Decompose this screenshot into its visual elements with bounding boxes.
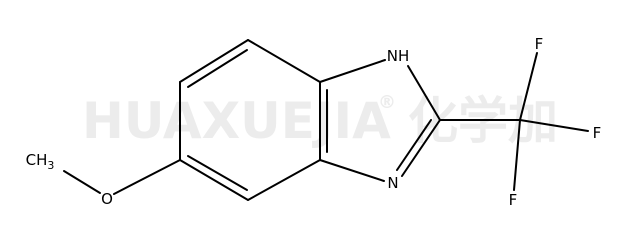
bond-c5-o bbox=[113, 159, 181, 195]
atom-ch3-sub: 3 bbox=[47, 159, 54, 172]
bond-c7-c7a bbox=[247, 39, 321, 83]
bond-c2-n3 bbox=[401, 119, 441, 177]
bond-cf3-f-right bbox=[519, 119, 589, 132]
atom-ch3: CH3 bbox=[26, 151, 55, 172]
bond-c4-c5-inner bbox=[187, 155, 248, 191]
bond-n1-c2 bbox=[407, 65, 441, 121]
bond-c3a-c4 bbox=[247, 159, 321, 201]
bond-c4-c5 bbox=[179, 159, 249, 201]
bond-c6-c7-inner bbox=[187, 49, 248, 88]
watermark-registered: ® bbox=[378, 92, 396, 113]
atom-n: N bbox=[387, 174, 398, 192]
atom-ch3-c: CH bbox=[26, 151, 48, 169]
bond-c7a-n1 bbox=[319, 59, 386, 83]
bond-c2-n3-inner bbox=[396, 119, 432, 171]
watermark-latin: HUAXUEJIA bbox=[82, 92, 391, 150]
atom-o: O bbox=[101, 190, 113, 208]
atom-labels: CH3 O NH N F F F bbox=[26, 35, 602, 209]
atom-f-right: F bbox=[593, 124, 602, 142]
atom-f-top: F bbox=[535, 35, 544, 53]
atom-f-bottom: F bbox=[509, 191, 518, 209]
bond-n3-c3a bbox=[319, 159, 385, 182]
bond-cf3-f-bottom bbox=[513, 119, 521, 191]
bond-c6-c7 bbox=[179, 39, 249, 83]
bonds bbox=[63, 39, 589, 201]
bond-o-ch3 bbox=[63, 170, 101, 194]
bond-cf3-f-top bbox=[519, 52, 538, 121]
atom-nh: NH bbox=[387, 47, 410, 65]
